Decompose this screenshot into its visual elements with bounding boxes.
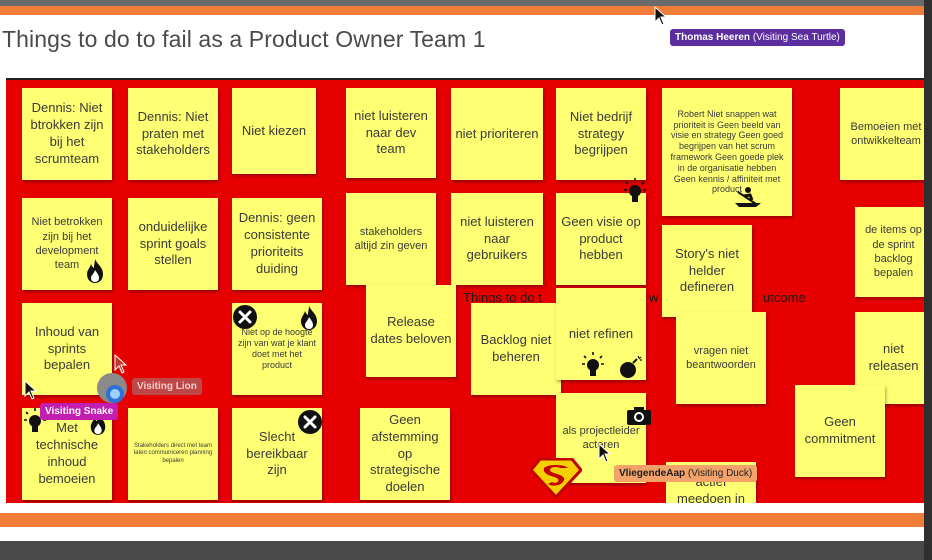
sticky-note[interactable]: Niet betrokken zijn bij het development … xyxy=(22,198,112,290)
right-edge-bar xyxy=(924,0,932,560)
cursor-icon xyxy=(114,354,128,374)
superman-icon xyxy=(530,458,582,498)
sticky-note[interactable]: Backlog niet beheren xyxy=(471,303,561,395)
cursor-icon xyxy=(654,6,668,26)
sticky-note[interactable]: Inhoud van sprints bepalen xyxy=(22,303,112,395)
camera-icon xyxy=(627,407,651,425)
collaborator-tag-thomas: Thomas Heeren (Visiting Sea Turtle) xyxy=(670,29,845,46)
sticky-note[interactable]: Stakeholders direct met team laten commu… xyxy=(128,408,218,500)
close-icon[interactable] xyxy=(297,409,323,435)
bomb-icon xyxy=(620,355,642,378)
bottom-accent-stripe xyxy=(0,513,932,527)
fire-icon xyxy=(301,306,317,330)
board-overlay-text-3: utcome xyxy=(763,290,806,305)
board-overlay-text: Things to do t xyxy=(463,290,542,305)
collaborator-detail: (Visiting Duck) xyxy=(687,468,753,479)
top-bar xyxy=(0,0,932,6)
sticky-note[interactable]: de items op de sprint backlog bepalen xyxy=(855,207,932,297)
sticky-note[interactable]: onduidelijke sprint goals stellen xyxy=(128,198,218,290)
sticky-note[interactable]: niet luisteren naar gebruikers xyxy=(451,193,543,285)
sticky-note[interactable]: Slecht bereikbaar zijn xyxy=(232,408,322,500)
sticky-note[interactable]: Release dates beloven xyxy=(366,285,456,377)
collaborator-tag-duck: VliegendeAap (Visiting Duck) xyxy=(614,465,758,482)
sticky-note[interactable]: Dennis: Niet btrokken zijn bij het scrum… xyxy=(22,88,112,180)
sticky-note[interactable]: Niet kiezen xyxy=(232,88,316,174)
collaborator-name: Visiting Lion xyxy=(137,381,197,392)
sticky-note[interactable]: niet luisteren naar dev team xyxy=(346,88,436,178)
sticky-note[interactable]: Geen visie op product hebben xyxy=(556,193,646,285)
collaborator-tag-snake: Visiting Snake xyxy=(40,403,119,420)
sticky-note[interactable]: Story's niet helder defineren xyxy=(662,225,752,317)
avatar xyxy=(97,373,127,403)
sticky-note[interactable]: Niet bedrijf strategy begrijpen xyxy=(556,88,646,180)
top-accent-stripe xyxy=(0,6,932,15)
bulb-icon xyxy=(582,352,604,376)
board-title: Things to do to fail as a Product Owner … xyxy=(2,26,486,52)
fire-icon xyxy=(87,259,103,283)
sticky-note[interactable]: Dennis: geen consistente prioriteits dui… xyxy=(232,198,322,290)
sticky-note[interactable]: Bemoeien met ontwikkelteam xyxy=(840,88,932,180)
collaborator-detail: (Visiting Sea Turtle) xyxy=(752,32,840,43)
rowing-icon xyxy=(735,187,761,207)
cursor-icon xyxy=(598,443,612,463)
bottom-spacer-2 xyxy=(0,527,932,541)
collaborator-name: Thomas Heeren xyxy=(675,32,751,43)
bottom-spacer xyxy=(0,503,932,513)
cursor-icon xyxy=(24,380,38,400)
collaborator-name: Visiting Snake xyxy=(45,406,114,417)
sticky-note[interactable]: niet prioriteren xyxy=(451,88,543,180)
bulb-icon xyxy=(624,178,646,202)
sticky-note[interactable]: Geen commitment xyxy=(795,385,885,477)
close-icon[interactable] xyxy=(232,304,258,330)
sticky-note[interactable]: vragen niet beantwoorden xyxy=(676,312,766,404)
sticky-note[interactable]: Geen afstemming op strategische doelen xyxy=(360,408,450,500)
sticky-note[interactable]: stakeholders altijd zin geven xyxy=(346,193,436,285)
collaborator-tag-lion: Visiting Lion xyxy=(132,378,202,395)
board-overlay-text-2: w xyxy=(649,290,659,305)
collaborator-name: VliegendeAap xyxy=(619,468,686,479)
sticky-note[interactable]: Robert Niet snappen wat prioriteit is Ge… xyxy=(662,88,792,216)
bottom-bar xyxy=(0,541,932,560)
sticky-note[interactable]: Met technische inhoud bemoeien xyxy=(22,408,112,500)
sticky-note[interactable]: Dennis: Niet praten met stakeholders xyxy=(128,88,218,180)
